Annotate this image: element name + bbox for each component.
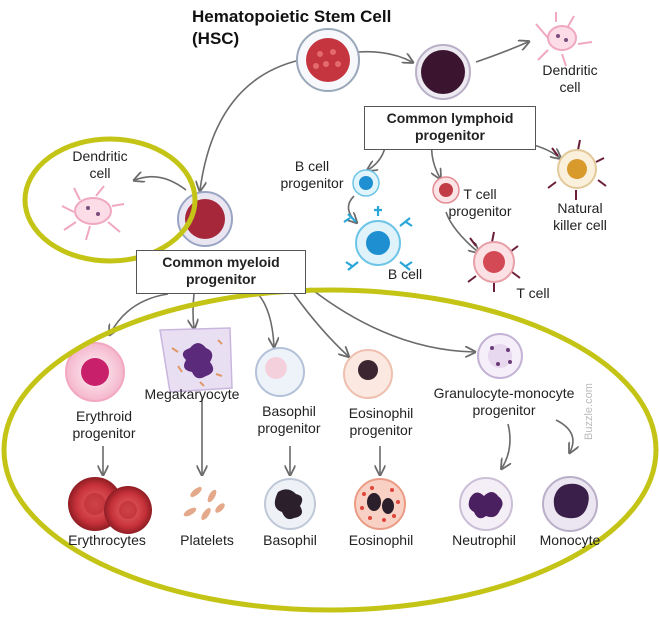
arrow-tprog-to-tcell [445,211,478,252]
label-dendritic-left-line1: Dendritic [72,148,128,164]
highlight-ellipse-myeloid-lineage [1,287,659,613]
label-erythroid-line2: progenitor [72,425,136,441]
page-title: Hematopoietic Stem Cell (HSC) [192,6,391,50]
lymphoid-progenitor-cell-icon [415,44,471,100]
label-natural-killer-line2: killer cell [553,217,607,233]
label-t-cell-progenitor-line2: progenitor [448,203,512,219]
label-gmp-line2: progenitor [472,402,536,418]
label-natural-killer: Natural killer cell [532,200,628,234]
label-megakaryocyte: Megakaryocyte [144,386,240,402]
megakaryocyte-icon [159,327,233,393]
neutrophil-icon [459,477,513,531]
label-gmp-line1: Granulocyte-monocyte [433,385,575,401]
monocyte-icon [542,476,598,532]
label-dendritic-left-line2: cell [89,165,111,181]
eosinophil-progenitor-icon [343,349,393,399]
title-line2: (HSC) [192,29,240,48]
label-t-cell: T cell [516,285,550,301]
label-b-cell-progenitor: B cell progenitor [272,158,352,192]
platelets-icon [183,486,225,520]
lymphoid-box-line2: progenitor [415,127,485,143]
label-monocyte: Monocyte [539,532,601,548]
label-b-cell-progenitor-line2: progenitor [280,175,344,191]
label-erythroid-line1: Erythroid [75,408,133,424]
arrow-myeloid-to-megakaryocyte [193,293,194,328]
arrow-hsc-to-lymphoid [357,50,412,62]
label-erythrocytes: Erythrocytes [68,532,146,548]
erythroid-progenitor-icon [65,342,125,402]
arrow-hsc-to-myeloid [200,59,301,190]
label-neutrophil: Neutrophil [452,532,516,548]
label-platelets: Platelets [180,532,234,548]
label-b-cell-progenitor-line1: B cell [294,158,330,174]
label-t-cell-progenitor-line1: T cell [463,186,497,202]
hsc-cell-icon [296,28,360,92]
label-natural-killer-line1: Natural [557,200,603,216]
basophil-icon [264,478,316,530]
label-basophil-progenitor-line1: Basophil [262,403,316,419]
t-cell-icon [467,231,521,292]
label-eosinophil-progenitor-line1: Eosinophil [348,405,414,421]
arrow-myeloid-to-gmp [309,287,474,352]
label-basophil-progenitor: Basophil progenitor [244,403,334,437]
arrow-myeloid-to-dendritic [135,177,187,191]
label-eosinophil: Eosinophil [348,532,414,548]
lymphoid-box-line1: Common lymphoid [386,110,514,126]
label-b-cell: B cell [387,266,423,282]
highlight-ellipse-dendritic [22,136,198,264]
dendritic-cell-left-icon [61,185,125,241]
label-dendritic-top: Dendritic cell [530,62,610,96]
eosinophil-icon [354,478,406,530]
label-basophil: Basophil [263,532,317,548]
erythrocytes-icon [68,477,152,534]
arrow-lymphoid-to-dendritic [475,42,528,63]
title-line1: Hematopoietic Stem Cell [192,7,392,26]
label-t-cell-progenitor: T cell progenitor [438,186,522,220]
arrow-myeloid-to-basophil [257,293,274,346]
label-dendritic-left: Dendritic cell [60,148,140,182]
dendritic-cell-top-icon [535,12,593,67]
label-dendritic-top-line2: cell [559,79,581,95]
label-gmp: Granulocyte-monocyte progenitor [424,385,584,419]
natural-killer-cell-icon [547,139,607,200]
myeloid-box-line1: Common myeloid [162,254,280,270]
myeloid-box-line2: progenitor [186,271,256,287]
b-cell-progenitor-icon [352,169,380,197]
t-cell-progenitor-icon [432,176,460,204]
arrow-gmp-to-monocyte [555,419,573,452]
basophil-progenitor-icon [255,347,305,397]
myeloid-progenitor-box: Common myeloid progenitor [136,250,306,294]
label-basophil-progenitor-line2: progenitor [257,420,321,436]
label-dendritic-top-line1: Dendritic [542,62,598,78]
myeloid-progenitor-cell-icon [177,191,233,247]
arrow-gmp-to-neutrophil [502,423,510,468]
b-cell-icon [343,206,413,271]
label-erythroid-progenitor: Erythroid progenitor [56,408,152,442]
label-eosinophil-progenitor-line2: progenitor [349,422,413,438]
watermark: Buzzle.com [583,383,595,440]
lymphoid-progenitor-box: Common lymphoid progenitor [364,106,536,150]
label-eosinophil-progenitor: Eosinophil progenitor [336,405,426,439]
arrow-myeloid-to-eosinophil [293,293,348,356]
gmp-cell-icon [477,333,523,379]
